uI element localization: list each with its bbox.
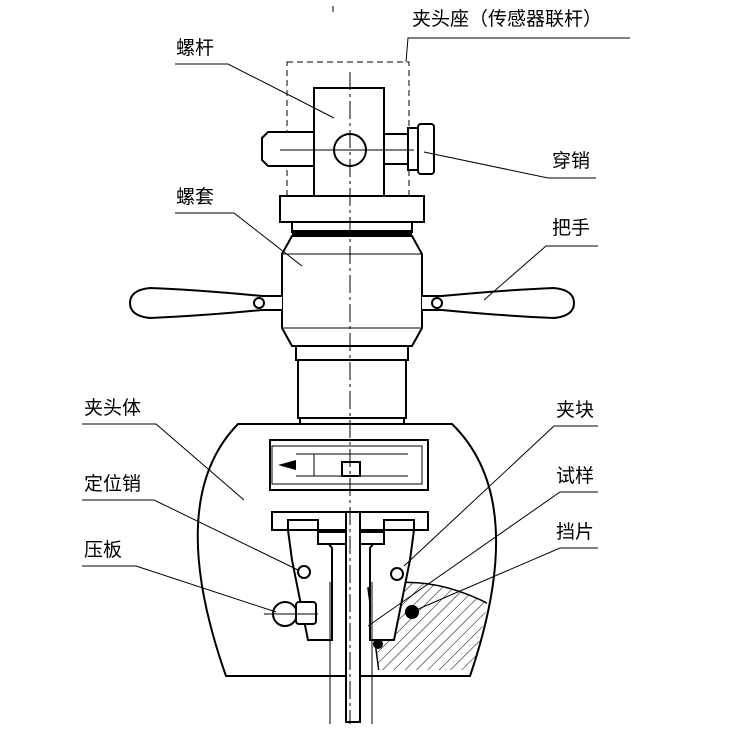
handle-left <box>128 286 282 320</box>
specimen <box>345 511 361 723</box>
locating-pin-left <box>297 565 311 579</box>
body-window <box>269 439 429 491</box>
screw-sleeve <box>279 195 425 361</box>
label-baffle: 挡片 <box>556 521 594 543</box>
clamp-seat-outline <box>286 61 410 198</box>
screw-rod <box>261 87 435 197</box>
pressure-plate <box>264 601 318 627</box>
baffle-dot <box>405 605 419 619</box>
label-specimen: 试样 <box>556 465 594 487</box>
locating-pin-right <box>390 567 404 581</box>
label-pressure-plate: 压板 <box>84 539 122 561</box>
neck <box>297 359 407 427</box>
label-pin: 穿销 <box>552 150 590 172</box>
label-locating-pin: 定位销 <box>84 473 141 495</box>
label-screw-sleeve: 螺套 <box>176 186 214 208</box>
label-clamp-body: 夹头体 <box>84 397 141 419</box>
label-clamp-seat: 夹头座（传感器联杆） <box>412 8 602 30</box>
label-clamp-block: 夹块 <box>556 399 594 421</box>
label-screw-rod: 螺杆 <box>176 37 214 59</box>
label-handle: 把手 <box>552 217 590 239</box>
handle-right <box>422 286 576 320</box>
leader-lines <box>82 37 630 627</box>
